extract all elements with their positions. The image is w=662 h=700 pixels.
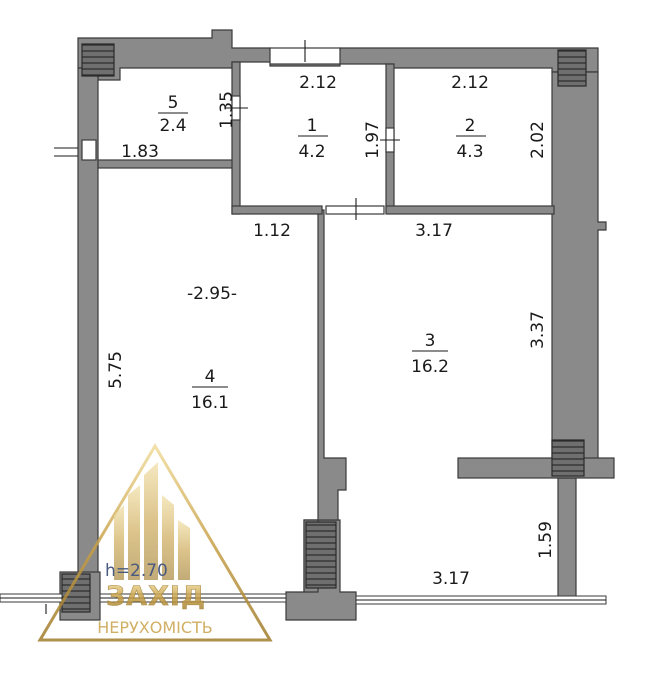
shaft-bottom-mid — [305, 521, 337, 589]
ceiling-height: h=2.70 — [105, 561, 168, 581]
logo-buildings-icon — [114, 462, 190, 580]
room1-number: 1 — [307, 116, 318, 136]
room5-area: 2.4 — [159, 116, 186, 136]
dim-corridor-width: 1.12 — [253, 221, 291, 241]
room5-1-wall — [231, 61, 241, 215]
dim-room4-width: -2.95- — [187, 284, 237, 304]
logo-tagline: НЕРУХОМІСТЬ — [97, 618, 213, 637]
dim-balcony-depth: 1.59 — [536, 521, 556, 559]
logo-triangle — [37, 443, 273, 642]
logo-name: ЗАХІД — [106, 581, 206, 612]
openings — [81, 40, 400, 220]
dim-room3-height: 3.37 — [528, 311, 548, 349]
room5-number: 5 — [168, 93, 179, 113]
room2-area: 4.3 — [456, 142, 483, 162]
room-labels: 5 2.4 1 4.2 2 4.3 3 16.2 4 16.1 — [158, 93, 486, 413]
dimension-labels: 2.12 2.12 1.83 1.12 3.17 -2.95- 3.17 1.3… — [106, 73, 556, 589]
dim-room2-height: 2.02 — [528, 121, 548, 159]
logo-watermark: h=2.70 ЗАХІД НЕРУХОМІСТЬ — [37, 443, 273, 642]
balcony-ledge — [457, 457, 615, 479]
shafts — [61, 43, 587, 613]
dim-room5-width: 1.83 — [121, 142, 159, 162]
room5-bottom-wall — [97, 159, 239, 169]
dim-room2-width: 2.12 — [451, 73, 489, 93]
corridor-door — [325, 205, 385, 215]
dim-balcony-width: 3.17 — [432, 569, 470, 589]
room5-door — [81, 139, 97, 161]
shaft-right-mid — [551, 439, 585, 477]
room4-area: 16.1 — [191, 393, 229, 413]
facade-windows — [0, 147, 607, 614]
right-wall-lower — [557, 477, 577, 599]
dim-room1-width: 2.12 — [299, 73, 337, 93]
room2-bottom-wall — [385, 205, 555, 215]
room2-number: 2 — [465, 116, 476, 136]
dim-room1-door-left: 1.35 — [217, 91, 237, 129]
center-partition — [303, 209, 347, 593]
room4-number: 4 — [205, 367, 216, 387]
shaft-top-right — [557, 49, 587, 87]
dim-room3-top: 3.17 — [415, 221, 453, 241]
shaft-top-left — [81, 43, 115, 77]
right-wall — [551, 71, 607, 461]
room1-area: 4.2 — [298, 142, 325, 162]
room1-bottom-wall — [231, 205, 323, 215]
dim-room1-door-right: 1.97 — [363, 121, 383, 159]
dim-room4-height: 5.75 — [106, 351, 126, 389]
room3-number: 3 — [425, 331, 436, 351]
room3-area: 16.2 — [411, 357, 449, 377]
